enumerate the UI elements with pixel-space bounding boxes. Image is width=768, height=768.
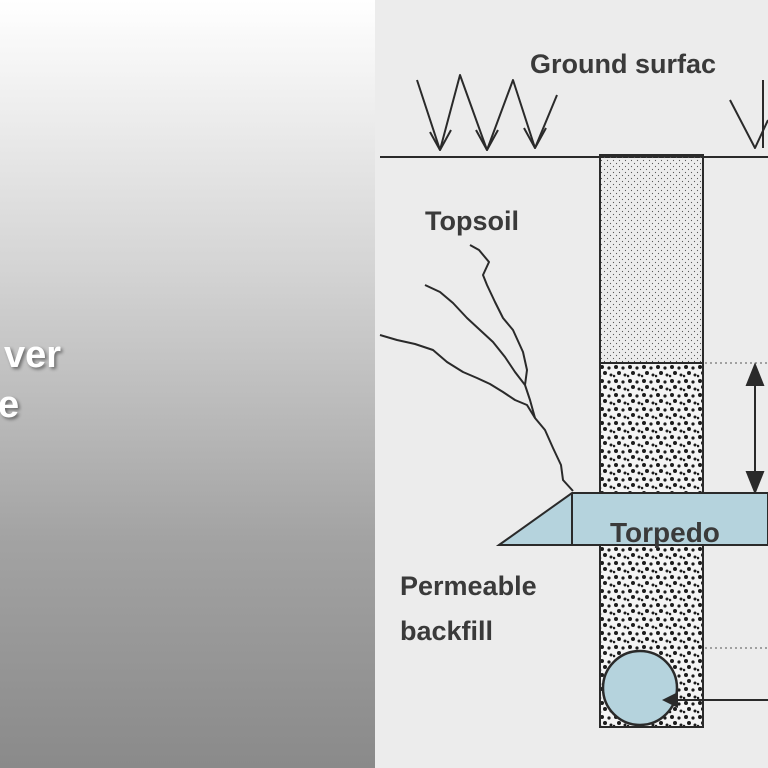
- grass-arrows-icon: [416, 74, 768, 151]
- pipe-arrow-icon: [662, 692, 678, 708]
- topsoil-label: Topsoil: [425, 206, 519, 236]
- slot-topsoil-fill: [599, 154, 704, 364]
- soil-cracks-icon: [379, 244, 574, 492]
- overlay-text-line-2: e: [0, 384, 20, 426]
- depth-arrow-icon: [745, 362, 765, 495]
- overlay-text-line-1: ver: [4, 334, 62, 376]
- torpedo-blade: [495, 492, 768, 546]
- mole-drain-diagram: Ground surfac Topsoil Torpedo Permeable …: [375, 0, 768, 768]
- backfill-label-line-1: Permeable: [400, 571, 537, 601]
- ground-surface-label: Ground surfac: [530, 49, 716, 79]
- left-gradient-panel: ver e: [0, 0, 380, 768]
- slot-gravel-upper: [599, 362, 704, 494]
- mole-pipe-circle: [601, 649, 679, 727]
- backfill-label-line-2: backfill: [400, 616, 493, 646]
- torpedo-label: Torpedo: [610, 517, 720, 548]
